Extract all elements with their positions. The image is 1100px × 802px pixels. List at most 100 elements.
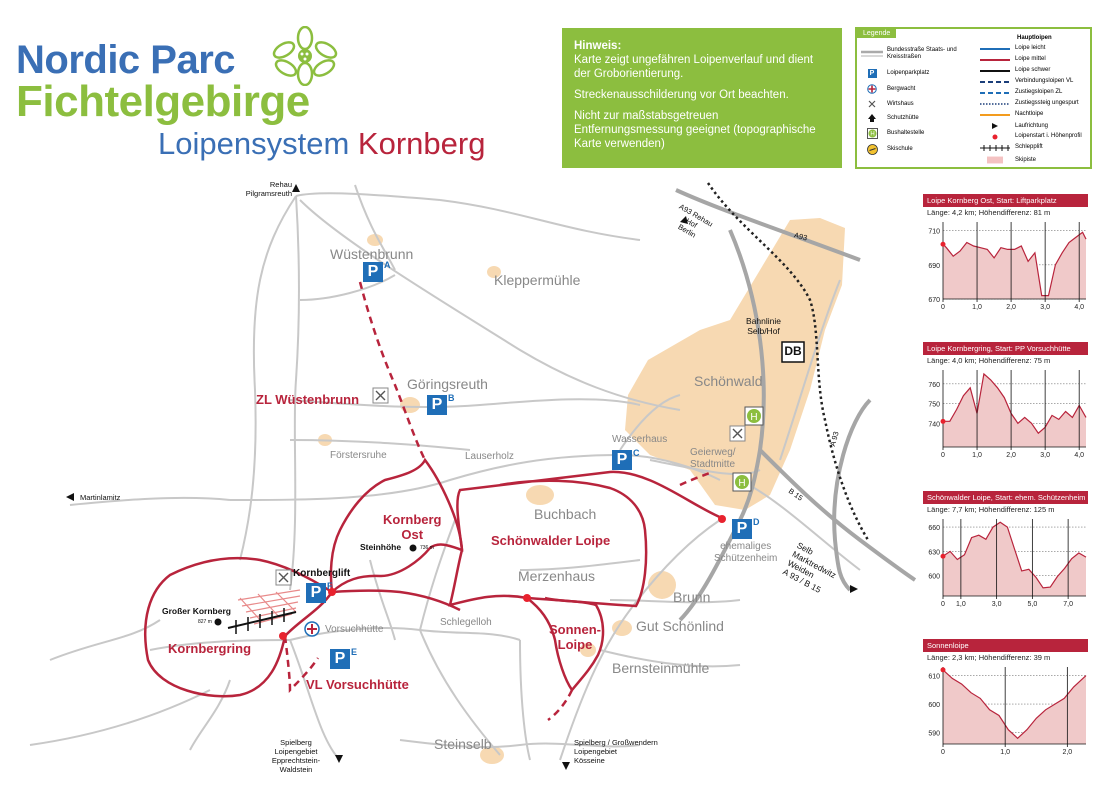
start-point — [940, 667, 946, 673]
legend-label: Bushaltestelle — [887, 130, 925, 136]
dir-martinlamitz: Martinlamitz — [80, 493, 121, 502]
parking-marker-d[interactable]: P — [732, 519, 752, 539]
urban-area-schoenwald — [625, 218, 845, 510]
legend-label: Zustiegssteig ungespurt — [1015, 100, 1079, 106]
peak-grosser-kornberg: Großer Kornberg — [162, 606, 231, 616]
parking-marker-a[interactable]: P — [363, 262, 383, 282]
legend-label: Zustiegsloipen ZL — [1015, 89, 1063, 95]
town-merzenhaus: Merzenhaus — [518, 568, 596, 584]
hint-text-1: Karte zeigt ungefähren Loipenverlauf und… — [574, 54, 814, 80]
trail-map: H H — [29, 182, 917, 770]
hint-heading: Hinweis: — [574, 40, 622, 52]
start-point — [940, 241, 946, 247]
profile-3: Schönwalder Loipe, Start: ehem. Schützen… — [923, 491, 1088, 615]
profile-stats: Länge: 2,3 km; Höhendifferenz: 39 m — [927, 653, 1051, 662]
legend-item-wirtshaus: Wirtshaus — [861, 99, 914, 109]
legend-label: Loipe mittel — [1015, 56, 1046, 62]
trail-start-points — [279, 515, 726, 640]
x-tick-label: 0 — [941, 749, 945, 756]
legend-label: Loipe leicht — [1015, 45, 1046, 51]
x-tick-label: 3,0 — [992, 601, 1002, 608]
railway-label: Bahnlinie Selb/Hof — [746, 316, 781, 336]
legend-label: Laufrichtung — [1015, 122, 1049, 129]
legend-label: Schlepplift — [1015, 144, 1043, 150]
elevation-line — [943, 372, 1087, 435]
x-tick-label: 1,0 — [1000, 749, 1010, 756]
svg-text:H: H — [738, 478, 745, 489]
dir-spielberg-left: Spielberg Loipengebiet Epprechtstein-Wal… — [271, 738, 321, 774]
town-schlegelloh: Schlegelloh — [440, 617, 492, 628]
legend-item-vl: Verbindungsloipen VL — [979, 78, 1073, 85]
town-goeringsreuth: Göringsreuth — [407, 376, 488, 392]
line-dashed-blue — [979, 91, 1011, 95]
direction-arrows — [66, 184, 858, 770]
x-tick-label: 4,0 — [1074, 304, 1084, 311]
town-foerstersruhe: Förstersruhe — [330, 450, 387, 461]
parking-marker-e[interactable]: P — [330, 649, 350, 669]
parking-label-d: D — [753, 517, 760, 527]
y-tick-label: 740 — [928, 421, 940, 428]
parking-marker-b[interactable]: P — [427, 395, 447, 415]
y-tick-label: 590 — [928, 731, 940, 738]
line-blue — [979, 47, 1011, 51]
town-schuetzenheim: ehemaliges Schützenheim — [714, 541, 778, 564]
legend-label: Wirtshaus — [887, 100, 914, 107]
inn-icon-kornberg — [275, 569, 292, 586]
x-tick-label: 0 — [941, 601, 945, 608]
start-point — [940, 418, 946, 424]
title-line1: Nordic Parc — [16, 38, 236, 82]
trail-zl-geierweg — [679, 470, 713, 487]
profile-2: Loipe Kornbergring, Start: PP Vorsuchhüt… — [923, 342, 1088, 466]
trails — [144, 457, 723, 698]
town-gut-schoenlind: Gut Schönlind — [636, 618, 724, 634]
town-geierweg: Geierweg/ Stadtmitte — [690, 447, 736, 470]
elevation-line — [942, 231, 1087, 297]
parking-marker-f[interactable]: P — [306, 583, 326, 603]
legend-item-bus: H Bushaltestelle — [861, 128, 924, 139]
legend-label: Skipiste — [1015, 156, 1037, 163]
x-tick-label: 5,0 — [1028, 601, 1038, 608]
y-tick-label: 670 — [928, 297, 940, 304]
trail-connector — [331, 589, 461, 612]
legend-label: Loipenparkplatz — [887, 70, 930, 76]
parking-marker-c[interactable]: P — [612, 450, 632, 470]
trail-label-sonnenloipe: Sonnen- Loipe — [549, 622, 601, 652]
trail-zl-south — [547, 689, 574, 722]
trail-zl-wuestenbrunn — [358, 281, 427, 461]
elevation-area — [943, 669, 1086, 744]
elevation-line — [942, 521, 1087, 589]
profile-title: Loipe Kornberg Ost, Start: Liftparkplatz — [923, 194, 1088, 207]
profile-stats: Länge: 4,2 km; Höhendifferenz: 81 m — [927, 208, 1051, 217]
legend-item-start: Loipenstart i. Höhenprofil — [979, 133, 1082, 140]
trail-label-schoenwalder: Schönwalder Loipe — [491, 533, 611, 548]
mountain-rescue-icon — [304, 621, 320, 637]
peak-marker-grosser-kornberg — [214, 618, 222, 626]
subtitle-place: Kornberg — [357, 126, 486, 161]
elevation-line — [942, 669, 1087, 740]
trail-label-vl-vorsuchhuette: VL Vorsuchhütte — [306, 677, 409, 692]
parking-label-f: F — [327, 581, 333, 591]
y-tick-label: 710 — [928, 229, 940, 236]
legend-item-piste: Skipiste — [979, 156, 1036, 164]
x-tick-label: 3,0 — [1040, 304, 1050, 311]
line-black — [979, 69, 1011, 73]
legend-label: Nachtloipe — [1015, 111, 1044, 117]
town-wasserhaus: Wasserhaus — [612, 434, 668, 445]
town-bernsteinmuehle: Bernsteinmühle — [612, 660, 710, 676]
x-tick-label: 1,0 — [972, 452, 982, 459]
town-lauserholz: Lauserholz — [465, 451, 514, 462]
legend-label: Loipenstart i. Höhenprofil — [1015, 133, 1082, 139]
town-buchbach: Buchbach — [534, 506, 597, 522]
highways — [675, 188, 917, 622]
town-steinselb: Steinselb — [434, 736, 492, 752]
inn-icon — [861, 99, 883, 109]
hint-text-3: Nicht zur maßstabsgetreuen Entfernungsme… — [574, 110, 816, 150]
peak-steinhoehe-height: 736 m — [420, 545, 434, 551]
trail-dashed — [283, 281, 713, 722]
elevation-area — [943, 232, 1086, 299]
trail-sonnenloipe — [526, 596, 605, 693]
legend-item-schutzhuette: Schutzhütte — [861, 113, 919, 123]
legend-item-nacht: Nachtloipe — [979, 111, 1043, 118]
